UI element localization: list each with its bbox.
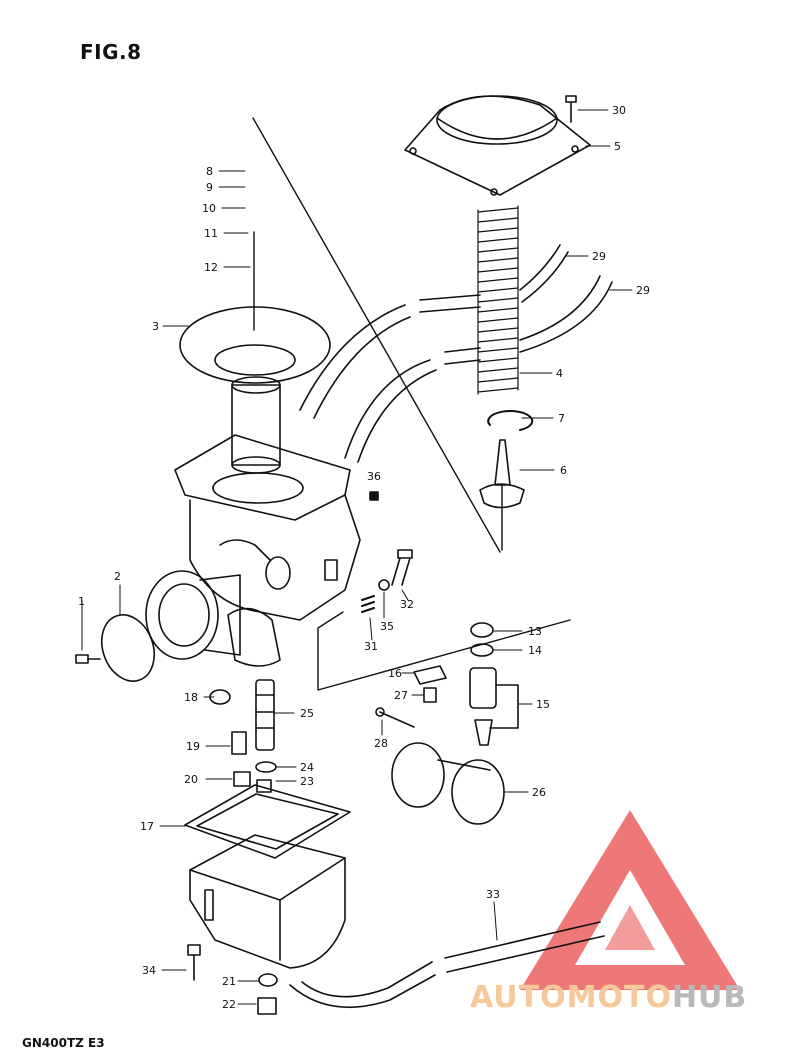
carburetor-body (145, 434, 361, 667)
model-code: GN400TZ E3 (22, 1036, 105, 1050)
screw-32 (391, 549, 413, 586)
callout-21: 21 (222, 975, 236, 988)
callout-30: 30 (612, 104, 626, 117)
callout-28: 28 (374, 737, 388, 750)
callout-31: 31 (364, 640, 378, 653)
watermark-brand-part2: HUB (671, 980, 748, 1015)
callout-5: 5 (614, 140, 621, 153)
callouts: 30 5 8 9 10 11 12 29 29 3 4 7 6 36 2 32 … (78, 104, 650, 1011)
callout-20: 20 (184, 773, 198, 786)
callout-12: 12 (204, 261, 218, 274)
callout-25: 25 (300, 707, 314, 720)
watermark-text: AUTOMOTOHUB (470, 980, 747, 1015)
callout-26: 26 (532, 786, 546, 799)
callout-29-upper: 29 (592, 250, 606, 263)
callout-18: 18 (184, 691, 198, 704)
callout-33: 33 (486, 888, 500, 901)
callout-24: 24 (300, 761, 314, 774)
callout-34: 34 (142, 964, 156, 977)
watermark-brand-part1: AUTOMOTO (470, 980, 672, 1015)
callout-23: 23 (300, 775, 314, 788)
guide-lines (252, 117, 571, 691)
diaphragm-piston (179, 306, 331, 474)
vent-tubes (299, 244, 613, 463)
screw-1 (75, 654, 101, 664)
callout-27: 27 (394, 689, 408, 702)
callout-35: 35 (380, 620, 394, 633)
callout-9: 9 (206, 181, 213, 194)
callout-13: 13 (528, 625, 542, 638)
callout-7: 7 (558, 412, 565, 425)
callout-8: 8 (206, 165, 213, 178)
watermark-logo (520, 810, 740, 990)
callout-2: 2 (114, 570, 121, 583)
callout-19: 19 (186, 740, 200, 753)
callout-4: 4 (556, 367, 563, 380)
callout-1: 1 (78, 595, 85, 608)
callout-11: 11 (204, 227, 218, 240)
callout-16: 16 (388, 667, 402, 680)
callout-17: 17 (140, 820, 154, 833)
callout-6: 6 (560, 464, 567, 477)
spring (477, 205, 519, 395)
callout-22: 22 (222, 998, 236, 1011)
needle (479, 439, 525, 509)
callout-3: 3 (152, 320, 159, 333)
callout-14: 14 (528, 644, 542, 657)
figure-title: FIG.8 (80, 40, 142, 64)
callout-10: 10 (202, 202, 216, 215)
callout-29-lower: 29 (636, 284, 650, 297)
callout-15: 15 (536, 698, 550, 711)
screw-30 (565, 95, 577, 123)
top-cover (404, 95, 591, 196)
callout-32: 32 (400, 598, 414, 611)
callout-36: 36 (367, 470, 381, 483)
